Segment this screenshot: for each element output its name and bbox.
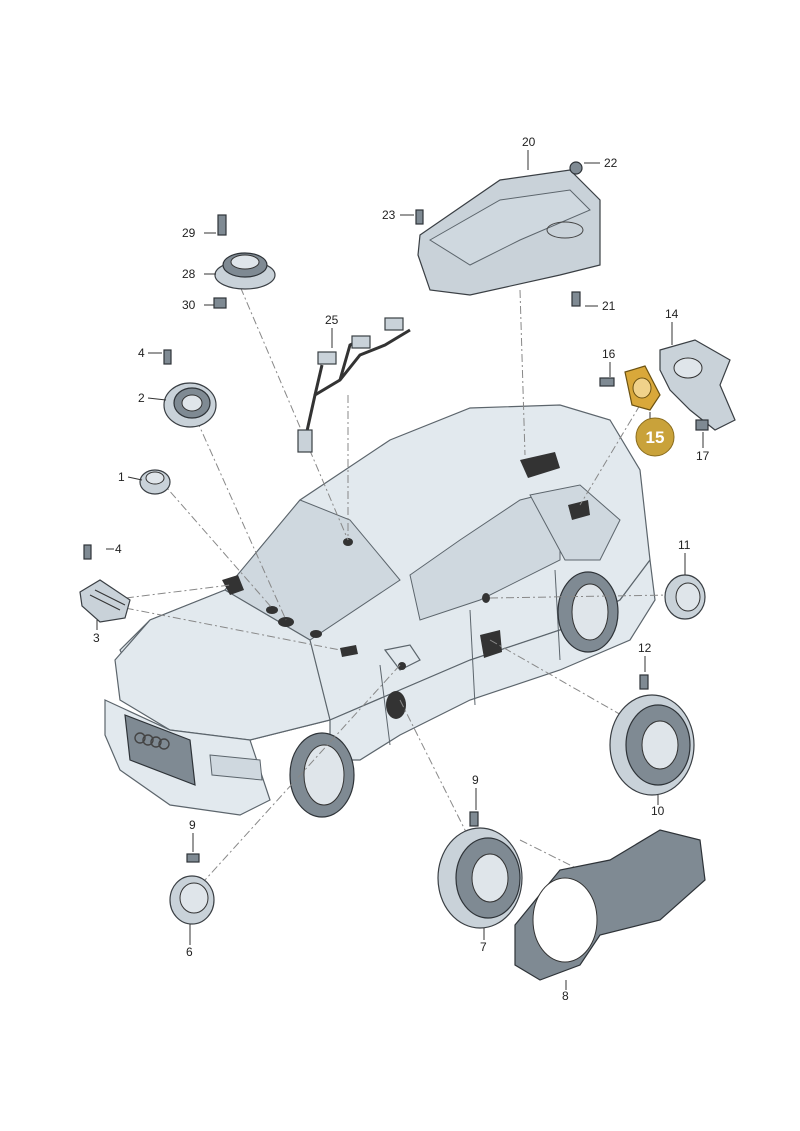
brand-logo <box>134 732 170 750</box>
speaker-holder[interactable] <box>659 339 736 431</box>
screw-16[interactable] <box>599 377 615 387</box>
clip-30[interactable] <box>213 297 227 309</box>
front-low-tweeter[interactable] <box>169 875 215 925</box>
screw-4-upper[interactable] <box>163 349 172 365</box>
callout-4-upper: 4 <box>138 346 145 360</box>
callout-29: 29 <box>182 226 196 240</box>
speaker-bracket[interactable] <box>79 579 131 623</box>
speaker-15[interactable] <box>624 365 661 411</box>
callout-12: 12 <box>638 641 652 655</box>
tweeter-small[interactable] <box>139 469 171 495</box>
screw-21[interactable] <box>571 291 581 307</box>
callout-16: 16 <box>602 347 616 361</box>
screw-12[interactable] <box>639 674 649 690</box>
callout-17: 17 <box>696 449 710 463</box>
rear-door-speaker[interactable] <box>609 694 695 796</box>
center-speaker[interactable] <box>214 252 276 290</box>
callout-9-left: 9 <box>189 818 196 832</box>
callout-9-right: 9 <box>472 773 479 787</box>
callout-11: 11 <box>678 538 691 552</box>
front-door-woofer[interactable] <box>437 827 523 929</box>
midrange-speaker[interactable] <box>163 382 217 428</box>
callout-23: 23 <box>382 208 396 222</box>
speaker-adapter-ring[interactable] <box>514 829 706 981</box>
callout-15-badge[interactable]: 15 <box>635 417 675 457</box>
callout-2: 2 <box>138 391 145 405</box>
callout-20: 20 <box>522 135 536 149</box>
screw-9-left[interactable] <box>186 853 200 863</box>
screw-17[interactable] <box>695 419 709 431</box>
callout-28: 28 <box>182 267 196 281</box>
callout-8: 8 <box>562 989 569 1003</box>
callout-30: 30 <box>182 298 196 312</box>
nut-22[interactable] <box>569 161 583 175</box>
relation-lines <box>109 257 671 881</box>
rear-wheel <box>557 571 619 653</box>
screw-9-right[interactable] <box>469 811 479 827</box>
callout-15: 15 <box>646 428 665 447</box>
screw-29[interactable] <box>217 214 227 236</box>
callout-14: 14 <box>665 307 679 321</box>
callout-labels: 20 22 23 21 14 16 17 25 29 28 30 4 2 1 4… <box>93 135 710 1003</box>
callout-25: 25 <box>325 313 339 327</box>
callout-10: 10 <box>651 804 665 818</box>
callout-1: 1 <box>118 470 125 484</box>
screw-23[interactable] <box>415 209 424 225</box>
callout-6: 6 <box>186 945 193 959</box>
callout-21: 21 <box>602 299 616 313</box>
callout-7: 7 <box>480 940 487 954</box>
callout-22: 22 <box>604 156 618 170</box>
callout-4-lower: 4 <box>115 542 122 556</box>
control-module-housing[interactable] <box>417 169 601 296</box>
wiring-harness[interactable] <box>297 317 411 453</box>
callout-3: 3 <box>93 631 100 645</box>
rear-tweeter[interactable] <box>664 574 706 620</box>
car-illustration <box>104 404 656 818</box>
screw-4-lower[interactable] <box>83 544 92 560</box>
